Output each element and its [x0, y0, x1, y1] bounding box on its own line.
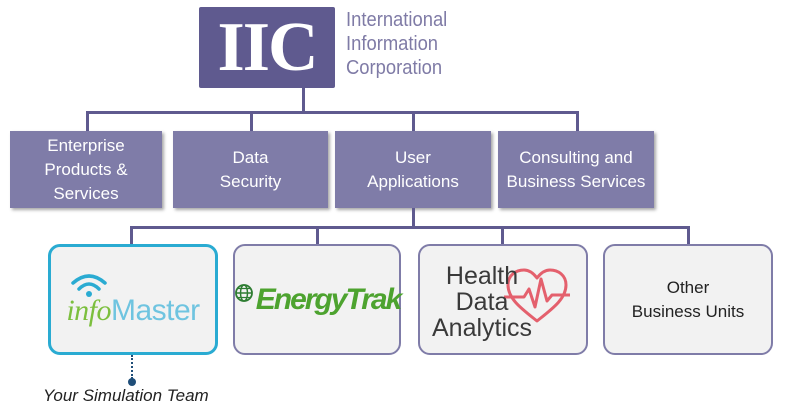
- unit-other-business-units[interactable]: Other Business Units: [603, 244, 773, 355]
- team-pointer-dot: [128, 378, 136, 386]
- company-name: International Information Corporation: [346, 8, 447, 80]
- connector-line: [412, 111, 415, 131]
- infomaster-suffix: Master: [110, 293, 200, 327]
- division-user-applications: User Applications: [335, 131, 491, 208]
- connector-line: [576, 111, 579, 131]
- unit-health-data-analytics[interactable]: Health Data Analytics: [418, 244, 588, 355]
- connector-line: [302, 88, 305, 113]
- connector-line: [687, 226, 690, 244]
- division-label: Products &: [44, 159, 128, 179]
- company-name-line: Corporation: [346, 57, 443, 79]
- division-label: Applications: [367, 171, 459, 191]
- logo-letters: IIC: [217, 8, 318, 86]
- division-label: User: [395, 147, 431, 167]
- connector-line: [501, 226, 504, 244]
- company-logo: IIC: [199, 7, 335, 88]
- company-name-line: International: [346, 9, 448, 31]
- division-label: Data: [232, 147, 269, 167]
- connector-line: [86, 111, 89, 131]
- company-name-line: Information: [346, 33, 439, 55]
- simulation-team-label: Your Simulation Team: [43, 386, 209, 405]
- connector-line: [316, 226, 319, 244]
- division-label: Consulting and: [519, 147, 633, 167]
- connector-line: [130, 226, 133, 244]
- wifi-icon: [71, 273, 108, 297]
- health-label: Health: [445, 261, 519, 290]
- other-label: Business Units: [631, 301, 745, 321]
- health-label: Data: [455, 287, 509, 316]
- division-consulting: Consulting and Business Services: [498, 131, 654, 208]
- division-label: Enterprise: [47, 135, 125, 155]
- division-enterprise-products: Enterprise Products & Services: [10, 131, 162, 208]
- energytrak-name: EnergyTrak: [255, 282, 403, 316]
- other-label: Other: [666, 277, 710, 297]
- division-label: Business Services: [506, 171, 646, 191]
- health-logo: Health Data Analytics: [428, 255, 578, 345]
- connector-line: [250, 111, 253, 131]
- team-pointer-line: [131, 355, 133, 379]
- heart-pulse-icon: [504, 268, 570, 322]
- energytrak-logo: EnergyTrak: [234, 282, 403, 317]
- division-label: Services: [53, 183, 119, 203]
- unit-energytrak[interactable]: EnergyTrak: [233, 244, 403, 355]
- unit-infomaster[interactable]: infoMaster: [48, 244, 218, 355]
- connector-line: [130, 226, 690, 229]
- health-label: Analytics: [432, 313, 533, 342]
- infomaster-prefix: info: [66, 293, 111, 327]
- connector-line: [412, 208, 415, 228]
- globe-icon: [234, 283, 253, 302]
- division-data-security: Data Security: [173, 131, 328, 208]
- infomaster-logo: infoMaster: [66, 272, 200, 328]
- connector-line: [86, 111, 579, 114]
- division-label: Security: [219, 171, 282, 191]
